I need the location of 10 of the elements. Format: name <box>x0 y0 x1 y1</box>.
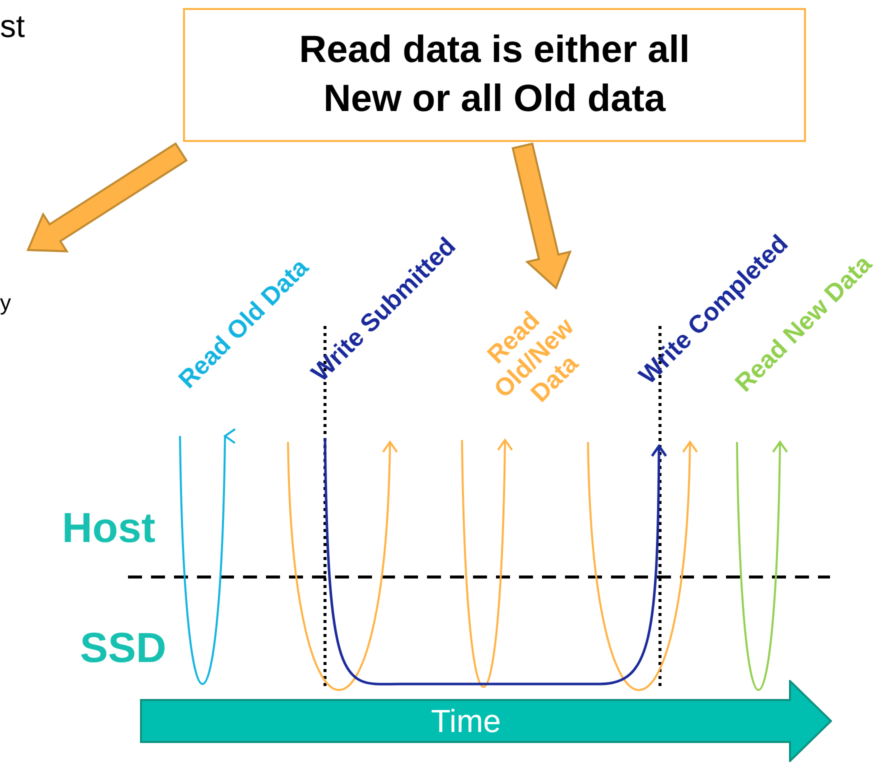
layer-label: SSD <box>80 623 166 673</box>
layer-label: Host <box>62 503 156 553</box>
callout-box <box>183 8 806 142</box>
block-arrow <box>512 142 572 290</box>
time-label: Time <box>431 702 501 741</box>
callout-text: Read data is either all New or all Old data <box>298 28 691 122</box>
partial-text: st <box>0 7 25 46</box>
block-arrow <box>26 142 188 252</box>
time-arrow <box>140 680 832 762</box>
partial-text: y <box>0 289 11 317</box>
